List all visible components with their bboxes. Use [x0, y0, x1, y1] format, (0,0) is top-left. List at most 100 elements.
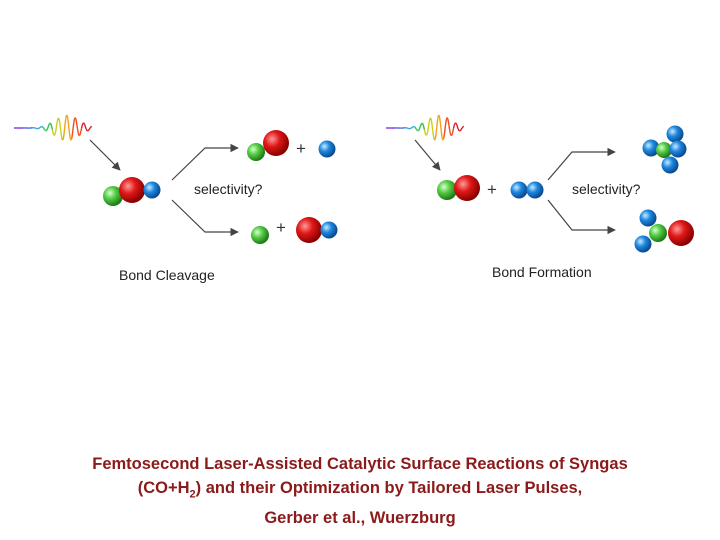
plus-sign: + — [487, 180, 497, 199]
pulse-wave-segment — [456, 126, 459, 130]
pulse-wave-segment — [448, 125, 451, 131]
pulse-wave-segment — [439, 119, 442, 126]
pulse-wave-segment — [43, 129, 46, 131]
pulse-wave-segment — [68, 130, 71, 137]
selectivity-label-left: selectivity? — [194, 181, 263, 197]
pulse-wave-segment — [431, 125, 434, 131]
pulse-wave-segment — [434, 133, 437, 139]
pulse-wave-segment — [76, 125, 79, 131]
pulse-wave-segment — [53, 134, 56, 136]
pulse-wave-segment — [428, 119, 431, 124]
selectivity-label-right: selectivity? — [572, 181, 641, 197]
pulse-wave-segment — [423, 126, 426, 130]
green-atom — [649, 224, 667, 242]
pulse-wave-segment — [438, 115, 441, 120]
pulse-wave-segment — [90, 126, 92, 128]
pulse-wave-segment — [60, 130, 63, 136]
pulse-wave-segment — [87, 129, 90, 132]
red-atom — [296, 217, 322, 243]
red-atom — [668, 220, 694, 246]
pulse-wave-segment — [66, 114, 68, 117]
pulse-wave-segment — [432, 135, 435, 140]
pulse-wave-segment — [462, 126, 464, 128]
pulse-wave-segment — [75, 121, 78, 126]
green-atom — [247, 143, 265, 161]
blue-atom — [320, 221, 338, 239]
product-top-left: + — [247, 130, 336, 161]
pulse-wave-segment — [458, 129, 460, 132]
pulse-wave-segment — [54, 131, 57, 135]
pulse-wave-segment — [70, 137, 73, 141]
pulse-wave-segment — [444, 122, 447, 129]
pulse-wave-segment — [422, 124, 425, 127]
pulse-wave-segment — [83, 123, 86, 126]
blue-atom — [318, 140, 336, 158]
pulse-wave-segment — [436, 121, 439, 129]
product-top-right — [642, 125, 687, 174]
pulse-wave-segment — [441, 136, 444, 140]
pulse-wave-segment — [54, 127, 57, 132]
pulse-wave-segment — [452, 127, 455, 132]
pulse-wave-segment — [438, 114, 440, 117]
slide-caption: Femtosecond Laser-Assisted Catalytic Sur… — [0, 452, 720, 530]
bond-cleavage-label: Bond Cleavage — [119, 267, 215, 283]
pulse-wave-segment — [73, 118, 76, 123]
pulse-wave-segment — [49, 122, 52, 125]
blue-atom — [634, 235, 652, 253]
pulse-wave-segment — [443, 133, 446, 138]
pulse-wave-segment — [446, 117, 449, 120]
pulse-wave-segment — [72, 122, 75, 129]
pulse-wave-segment — [447, 121, 450, 126]
pulse-wave-segment — [419, 124, 422, 127]
pulse-wave-segment — [58, 120, 61, 126]
pulse-wave-segment — [423, 129, 426, 133]
blue-atom — [510, 181, 528, 199]
pulse-wave-segment — [415, 128, 418, 130]
blue-atom — [639, 209, 657, 227]
pulse-wave-segment — [51, 126, 54, 130]
pulse-wave-segment — [454, 122, 457, 124]
pulse-wave-segment — [62, 137, 65, 141]
pulse-wave-segment — [426, 127, 429, 132]
pulse-wave-segment — [447, 118, 450, 122]
pulse-wave-segment — [71, 133, 74, 138]
pulse-wave-segment — [48, 122, 51, 125]
pulse-wave-segment — [80, 125, 83, 129]
pulse-wave-segment — [417, 129, 420, 131]
pulse-wave-segment — [79, 130, 82, 135]
pulse-wave-segment — [415, 129, 418, 131]
pulse-wave-segment — [55, 123, 58, 129]
blue-atom — [666, 125, 684, 143]
laser-pulse-right — [386, 114, 465, 141]
pulse-wave-segment — [58, 118, 61, 122]
pulse-wave-segment — [78, 133, 81, 136]
pulse-wave-segment — [440, 130, 443, 137]
pulse-wave-segment — [421, 122, 424, 125]
pulse-wave-segment — [75, 118, 78, 122]
pulse-wave-segment — [430, 118, 433, 122]
pulse-wave-segment — [418, 127, 421, 130]
pulse-wave-segment — [460, 128, 462, 131]
blue-atom — [661, 156, 679, 174]
pulse-arrow-right — [414, 139, 441, 171]
pulse-wave-segment — [56, 119, 59, 124]
caption-line-3: Gerber et al., Wuerzburg — [264, 509, 456, 528]
pulse-wave-segment — [426, 131, 429, 135]
pulse-wave-segment — [424, 132, 427, 135]
pulse-wave-segment — [45, 129, 48, 131]
laser-pulse-left — [14, 114, 93, 141]
pulse-wave-segment — [457, 128, 460, 131]
pulse-wave-segment — [67, 124, 70, 132]
blue-atom — [143, 181, 161, 199]
pulse-wave-segment — [59, 125, 62, 131]
pulse-wave-segment — [88, 128, 90, 131]
caption-subscript: 2 — [189, 488, 196, 501]
pulse-wave-segment — [39, 126, 42, 129]
red-atom — [263, 130, 289, 156]
blue-atom — [642, 139, 660, 157]
red-atom — [119, 177, 145, 203]
pulse-wave-segment — [64, 117, 67, 123]
pulse-wave-segment — [74, 117, 77, 120]
pulse-wave-segment — [451, 130, 454, 135]
